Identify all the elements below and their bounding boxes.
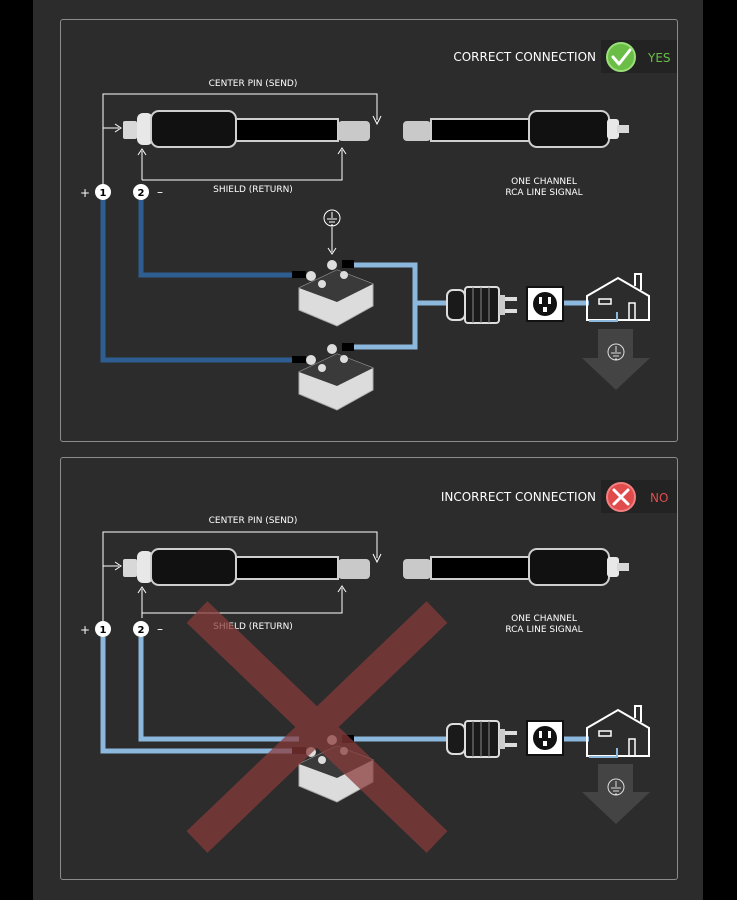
terminal-2 <box>133 184 149 200</box>
x-mark-icon <box>606 482 636 512</box>
isolator-box-1 <box>292 260 374 327</box>
badge-no-text: NO <box>650 491 668 505</box>
correct-connection-diagram: CORRECT CONNECTION YES CENTER PIN (SEND)… <box>80 40 677 411</box>
minus-sign: – <box>157 185 163 199</box>
shield-label: SHIELD (RETURN) <box>213 185 293 195</box>
incorrect-connection-panel: INCORRECT CONNECTION NO CENTER PIN (SEND… <box>60 457 678 880</box>
connection-status-label: INCORRECT CONNECTION <box>441 490 596 504</box>
channel-label-line2: RCA LINE SIGNAL <box>505 625 582 635</box>
light-wire-bus <box>351 262 446 350</box>
house-icon <box>586 705 650 758</box>
incorrect-connection-diagram: INCORRECT CONNECTION NO CENTER PIN (SEND… <box>80 480 677 853</box>
terminal-2 <box>133 621 149 637</box>
dark-wire-terminal-2 <box>138 200 299 278</box>
wall-outlet-icon <box>526 720 564 756</box>
channel-label-line1: ONE CHANNEL <box>511 177 577 187</box>
channel-label-line2: RCA LINE SIGNAL <box>505 188 582 198</box>
wall-outlet-icon <box>526 286 564 322</box>
rca-cable <box>123 110 629 148</box>
terminal-1-label: 1 <box>100 625 107 636</box>
power-plug-icon <box>446 720 517 758</box>
plus-sign: + <box>80 623 90 637</box>
center-pin-label: CENTER PIN (SEND) <box>209 516 298 526</box>
connection-status-label: CORRECT CONNECTION <box>453 50 596 64</box>
house-icon <box>586 273 650 322</box>
dark-wire-terminal-1 <box>100 200 299 363</box>
ground-arrow-icon <box>582 329 650 390</box>
shield-label: SHIELD (RETURN) <box>213 622 293 632</box>
terminal-2-label: 2 <box>138 625 145 636</box>
light-wire-terminal-1 <box>100 637 299 754</box>
content-column: CORRECT CONNECTION YES CENTER PIN (SEND)… <box>33 0 703 900</box>
power-plug-icon <box>446 286 517 324</box>
light-wire-terminal-2 <box>138 637 299 742</box>
isolator-box-2 <box>292 343 374 411</box>
channel-label-line1: ONE CHANNEL <box>511 614 577 624</box>
plus-sign: + <box>80 186 90 200</box>
terminal-2-label: 2 <box>138 188 145 199</box>
wrong-cross-mark <box>186 601 448 853</box>
rca-cable <box>123 548 629 586</box>
minus-sign: – <box>157 622 163 636</box>
badge-yes-text: YES <box>647 51 671 65</box>
terminal-1 <box>95 621 111 637</box>
correct-connection-panel: CORRECT CONNECTION YES CENTER PIN (SEND)… <box>60 19 678 442</box>
terminal-1-label: 1 <box>100 188 107 199</box>
center-pin-label: CENTER PIN (SEND) <box>209 79 298 89</box>
ground-arrow-icon <box>582 764 650 824</box>
terminal-1 <box>95 184 111 200</box>
ground-icon <box>323 209 341 255</box>
checkmark-icon <box>606 42 636 72</box>
